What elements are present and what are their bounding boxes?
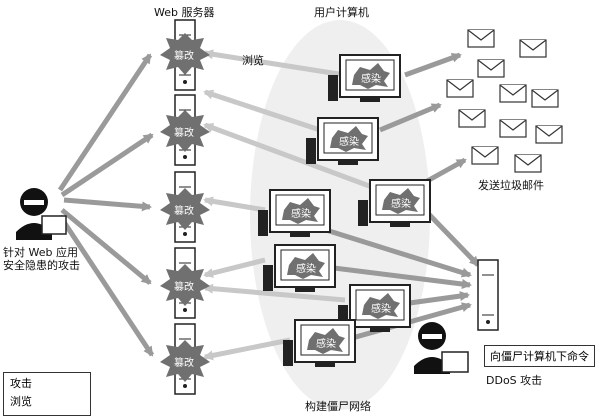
infected-label: 感染 — [296, 264, 316, 275]
label-user-computers: 用户计算机 — [314, 6, 369, 19]
tamper-star-3 — [160, 188, 210, 230]
label-spam: 发送垃圾邮件 — [478, 179, 544, 192]
legend-attack: 攻击 — [10, 377, 32, 390]
label-command: 向僵尸计算机下命令 — [484, 345, 595, 367]
tamper-star-2 — [160, 110, 210, 152]
attack-arrows — [57, 53, 155, 357]
label-attacker: 针对 Web 应用 安全隐患的攻击 — [3, 246, 80, 272]
tamper-star-1 — [160, 33, 210, 75]
browse-arrows — [203, 49, 381, 361]
computer-5 — [263, 244, 336, 292]
computer-3 — [358, 179, 431, 227]
tamper-label: 篡改 — [174, 51, 194, 62]
user-computers — [258, 54, 431, 367]
tamper-label: 篡改 — [174, 206, 194, 217]
tamper-stars — [160, 33, 210, 382]
legend: 攻击 浏览 — [3, 372, 91, 416]
infected-label: 感染 — [339, 137, 359, 148]
computer-7 — [283, 319, 356, 367]
label-zombie-network: 构建僵尸网络 — [305, 400, 371, 413]
infected-label: 感染 — [361, 74, 381, 85]
tamper-star-4 — [160, 264, 210, 306]
label-ddos: DDoS 攻击 — [486, 374, 543, 387]
tamper-star-5 — [160, 340, 210, 382]
spam-emails — [446, 29, 563, 173]
infected-label: 感染 — [391, 199, 411, 210]
attacker-left — [16, 188, 67, 240]
legend-browse: 浏览 — [10, 395, 32, 408]
computer-1 — [328, 54, 401, 102]
computer-4 — [258, 189, 331, 237]
computer-6 — [338, 284, 411, 332]
tamper-label: 篡改 — [174, 282, 194, 293]
label-web-servers: Web 服务器 — [154, 6, 215, 19]
computer-2 — [306, 117, 379, 165]
tamper-label: 篡改 — [174, 128, 194, 139]
infected-label: 感染 — [316, 339, 336, 350]
infected-label: 感染 — [371, 304, 391, 315]
ddos-target-server — [477, 259, 499, 331]
attacker-right — [414, 322, 469, 374]
label-browse: 浏览 — [242, 54, 264, 67]
infected-label: 感染 — [291, 209, 311, 220]
tamper-label: 篡改 — [174, 358, 194, 369]
